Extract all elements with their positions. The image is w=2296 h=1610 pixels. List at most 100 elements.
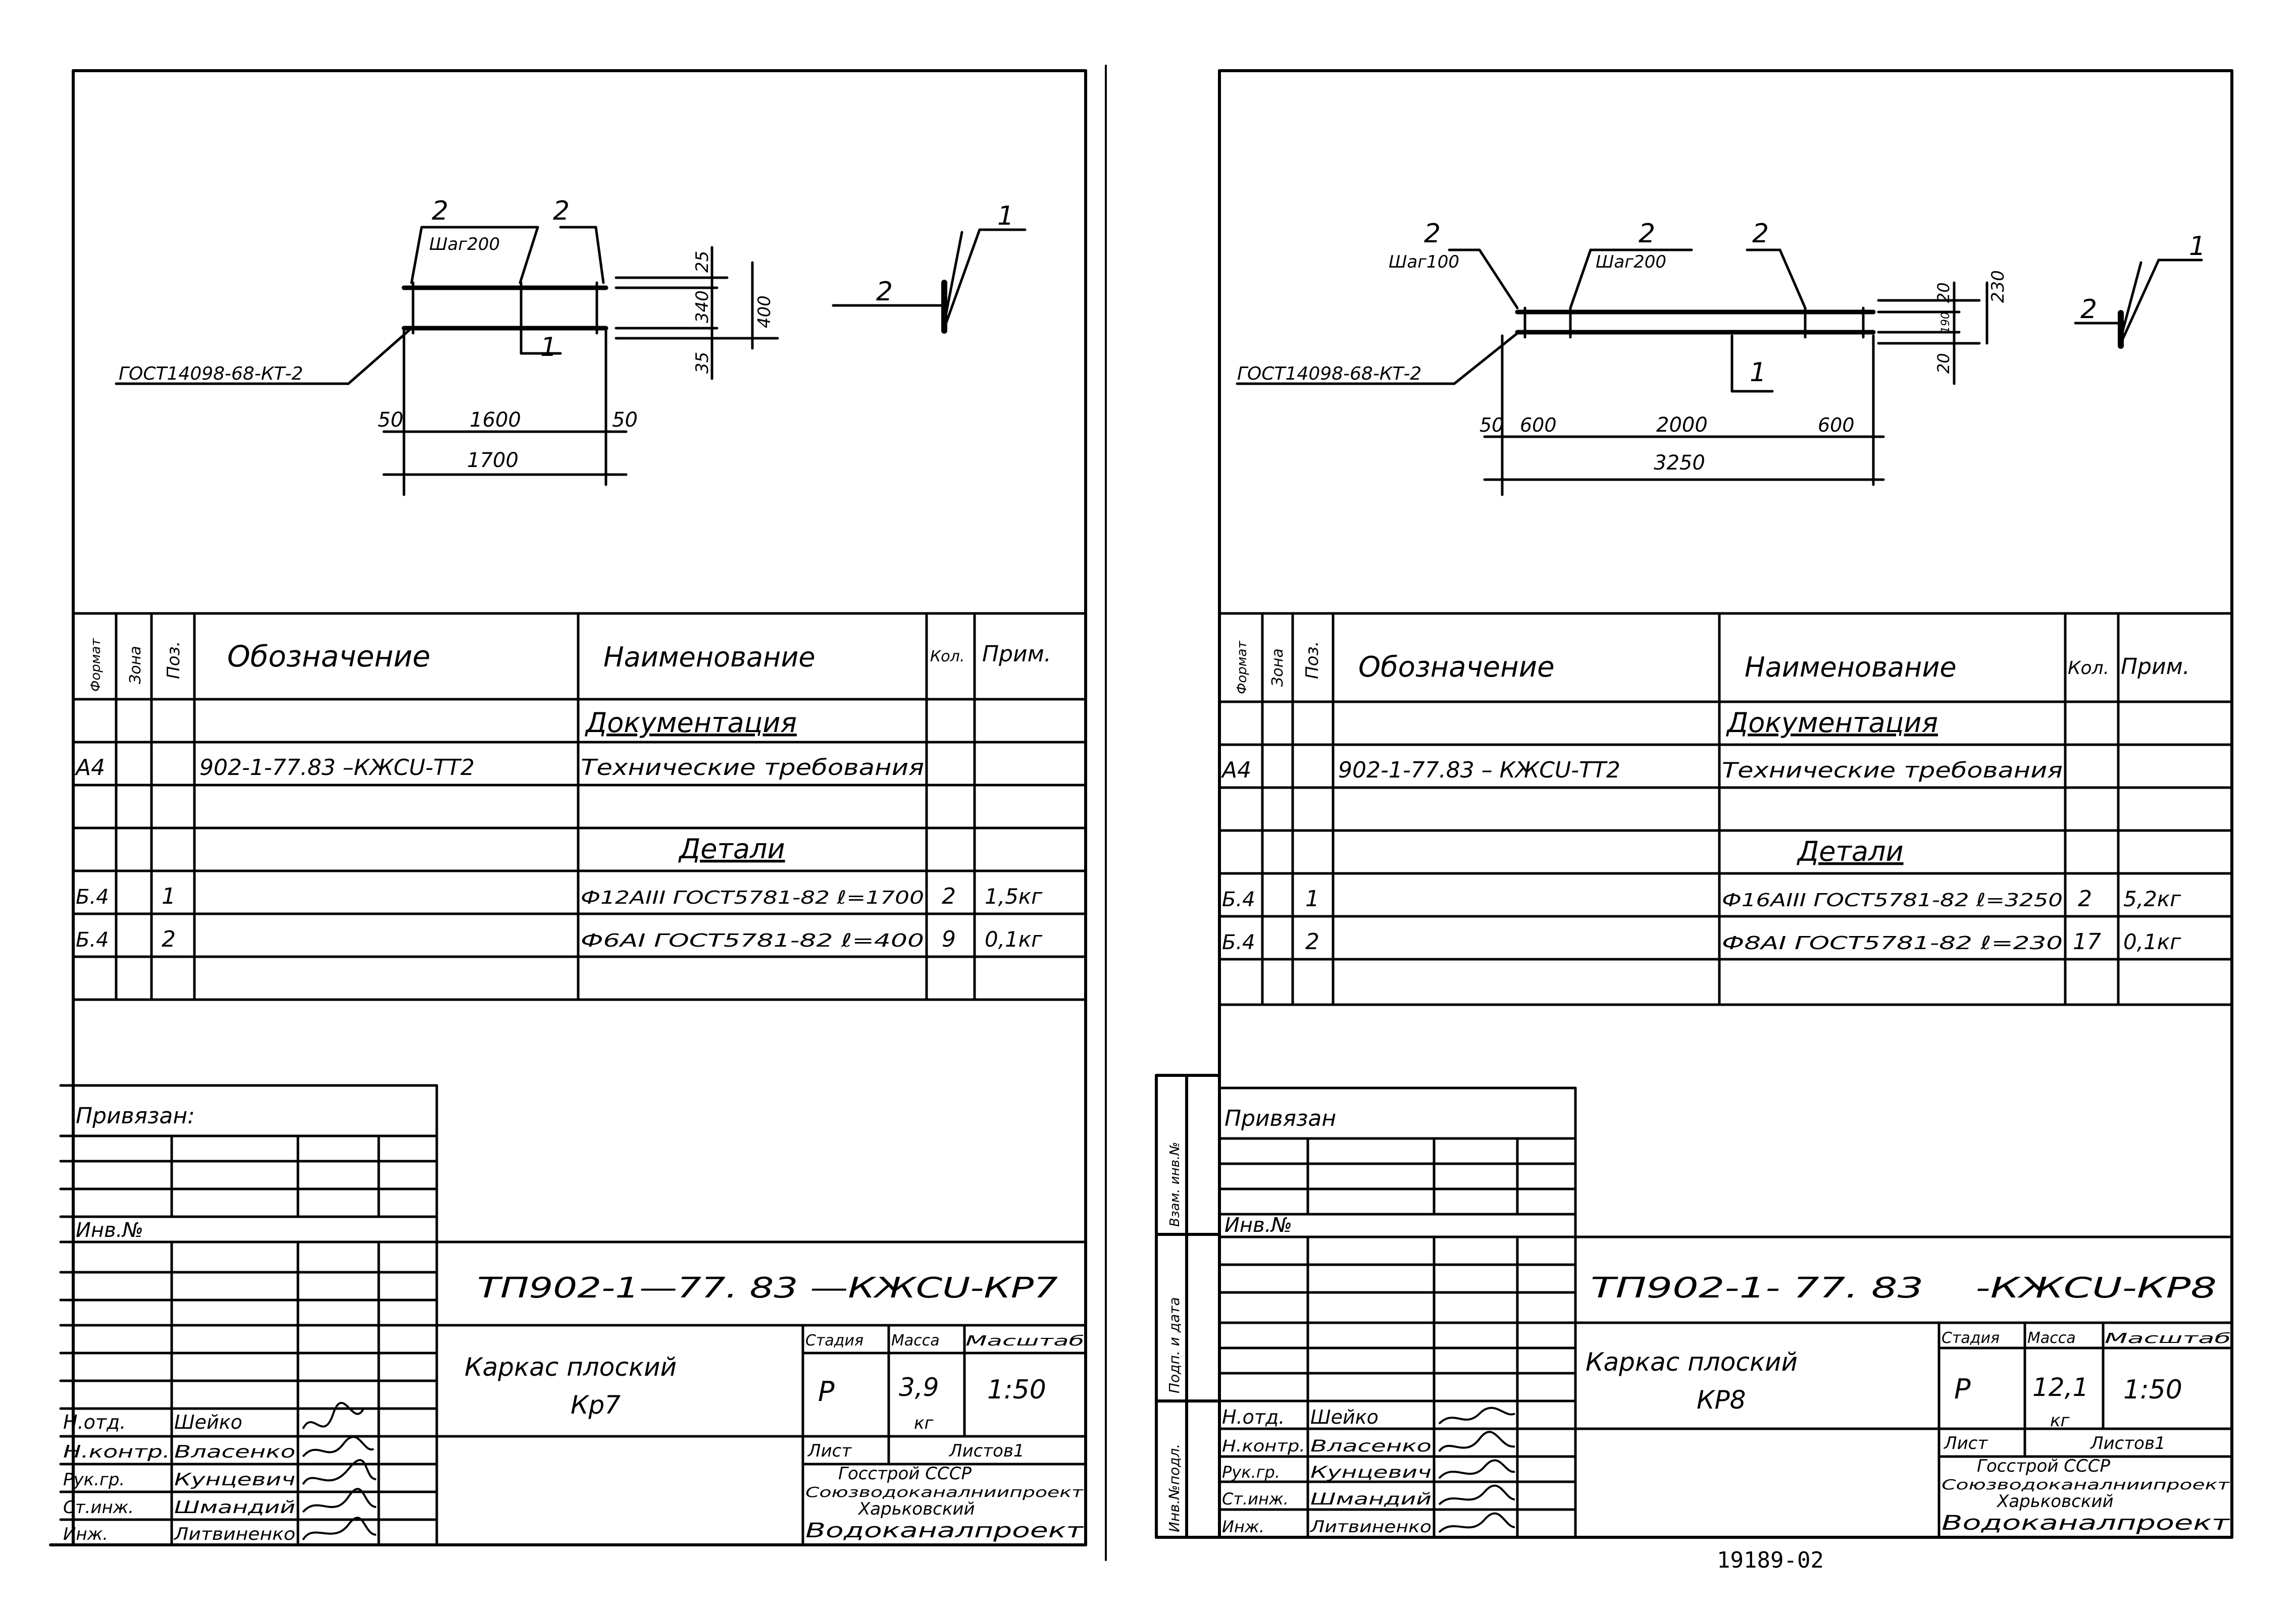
- s2-dim-600b: 600: [1818, 414, 1855, 436]
- s2-dim-20b: 20: [1934, 353, 1953, 374]
- s2-row2-pos: 2: [1305, 929, 1319, 955]
- s1-dim-1600: 1600: [470, 408, 521, 432]
- s1-role-5: Инж.: [63, 1524, 108, 1544]
- sheet2-spec-table: Формат Зона Поз. Обозначение Наименовани…: [1220, 641, 2190, 955]
- s1-gost-label: ГОСТ14098-68-КТ-2: [119, 363, 303, 384]
- s1-inv-label: Инв.№: [76, 1219, 143, 1242]
- s2-inv-label: Инв.№: [1224, 1214, 1292, 1237]
- s2-row2-note: 0,1кг: [2123, 929, 2181, 954]
- s2-section-docs: Документация: [1726, 707, 1938, 739]
- s2-doc-name: Технические требования: [1722, 758, 2063, 783]
- s2-name-5: Литвиненко: [1310, 1517, 1432, 1536]
- s2-name-4: Шмандий: [1310, 1489, 1432, 1509]
- s1-header-qty: Кол.: [930, 648, 964, 665]
- s2-name-2: Власенко: [1310, 1436, 1432, 1456]
- s1-section-mark-2: 2: [876, 277, 893, 307]
- s2-row1-qty: 2: [2078, 886, 2092, 912]
- s1-row2-format: Б.4: [76, 928, 109, 952]
- s1-title-line1: Каркас плоский: [465, 1353, 677, 1382]
- s1-role-4: Ст.инж.: [63, 1497, 134, 1518]
- s2-doc-code: ТП902-1- 77. 83 -КЖСU-КР8: [1591, 1272, 2217, 1305]
- s2-side-label-replace-inv: Взам. инв.№: [1167, 1142, 1183, 1227]
- s2-header-note: Прим.: [2121, 654, 2190, 680]
- s1-row1-format: Б.4: [76, 886, 109, 909]
- s1-row2-note: 0,1кг: [985, 927, 1043, 952]
- s1-role-2: Н.контр.: [63, 1442, 170, 1462]
- s2-mark-1: 1: [1750, 357, 1766, 388]
- s2-header-name: Наименование: [1745, 651, 1957, 683]
- s1-scale: 1:50: [987, 1375, 1046, 1405]
- s2-org3: Харьковский: [1996, 1491, 2114, 1512]
- s1-name-2: Власенко: [174, 1442, 295, 1462]
- footer-number: 19189-02: [1717, 1547, 1824, 1573]
- s1-row2-qty: 9: [942, 926, 956, 952]
- s2-name-1: Шейко: [1310, 1406, 1379, 1428]
- s2-header-pos: Поз.: [1302, 641, 1322, 679]
- sheet2-frame: [1155, 69, 2233, 1539]
- s2-signatures: [1438, 1407, 1515, 1533]
- s2-title-line2: КР8: [1697, 1385, 1746, 1415]
- s2-mark-2a: 2: [1424, 219, 1441, 249]
- s1-dim-50-right: 50: [612, 408, 638, 432]
- s2-scale: 1:50: [2123, 1375, 2182, 1405]
- s2-sheets-header: Листов1: [2089, 1433, 2166, 1453]
- s1-org1: Госстрой СССР: [838, 1464, 972, 1484]
- s1-header-format: Формат: [88, 638, 104, 692]
- s1-doc-name: Технические требования: [581, 755, 924, 781]
- sheet2-title-block: Привязан Инв.№ ТП902-1- 77. 83 -КЖСU-КР8…: [1222, 1106, 2231, 1536]
- s2-section-mark-1: 1: [2189, 231, 2206, 262]
- sheet1-spec-table: Формат Зона Поз. Обозначение Наименовани…: [74, 638, 1051, 952]
- s2-org4: Водоканалпроект: [1942, 1512, 2231, 1535]
- s1-section-docs: Документация: [585, 707, 797, 739]
- s1-stage-header: Стадия: [805, 1332, 863, 1349]
- s2-mass-unit: кг: [2050, 1411, 2070, 1431]
- sheet1-title-block: Привязан: Инв.№ ТП902-1—77. 83 —КЖСU-КР7…: [63, 1103, 1084, 1544]
- s1-header-zone: Зона: [127, 646, 144, 684]
- s1-mass: 3,9: [899, 1373, 939, 1402]
- s1-dim-25: 25: [692, 251, 712, 273]
- s1-mark-1: 1: [540, 332, 557, 362]
- s2-row1-note: 5,2кг: [2123, 887, 2181, 911]
- s1-name-4: Шмандий: [174, 1497, 295, 1518]
- s1-section-mark-1: 1: [997, 201, 1014, 231]
- s1-mark-2b: 2: [553, 196, 570, 226]
- s1-row1-qty: 2: [942, 884, 956, 909]
- sheet2-detail-lines: [1236, 248, 2203, 496]
- s2-side-label-inv-orig: Инв.№подл.: [1166, 1444, 1183, 1532]
- s1-mass-header: Масса: [891, 1332, 940, 1349]
- s2-row1-name: Ф16АIII ГОСТ5781-82 ℓ=3250: [1722, 890, 2063, 911]
- s1-name-1: Шейко: [174, 1411, 242, 1433]
- s2-mass-header: Масса: [2027, 1329, 2076, 1347]
- s2-role-2: Н.контр.: [1222, 1436, 1305, 1456]
- s2-step-a: Шаг100: [1389, 252, 1459, 272]
- s1-title-line2: Кр7: [571, 1390, 621, 1420]
- s2-row2-qty: 17: [2073, 929, 2101, 955]
- sheet2-title-block-lines: [1218, 1086, 2233, 1539]
- s2-doc-format: А4: [1220, 757, 1251, 783]
- s2-org2: Союзводоканалниипроект: [1942, 1476, 2230, 1493]
- sheet1-detail-text: 2 Шаг200 2 1 ГОСТ14098-68-КТ-2 50 1600 5…: [119, 196, 1014, 472]
- s1-step-label: Шаг200: [429, 234, 500, 254]
- s2-name-3: Кунцевич: [1310, 1463, 1432, 1482]
- s1-row2-name: Ф6АI ГОСТ5781-82 ℓ=400: [581, 930, 924, 951]
- s2-title-line1: Каркас плоский: [1586, 1347, 1798, 1377]
- s1-header-pos: Поз.: [164, 641, 184, 679]
- s2-dim-600a: 600: [1520, 414, 1557, 436]
- s2-scale-header: Масштаб: [2105, 1330, 2231, 1346]
- s1-header-note: Прим.: [982, 641, 1051, 667]
- s2-row2-name: Ф8АI ГОСТ5781-82 ℓ=230: [1722, 933, 2063, 954]
- s2-row2-format: Б.4: [1222, 931, 1255, 954]
- s2-dim-50: 50: [1479, 414, 1504, 436]
- s1-signatures: [302, 1401, 377, 1541]
- s1-role-3: Рук.гр.: [63, 1470, 125, 1490]
- s2-header-format: Формат: [1235, 641, 1250, 694]
- s2-step-b: Шаг200: [1596, 252, 1666, 272]
- s1-sheet-header: Лист: [807, 1441, 852, 1461]
- s2-role-5: Инж.: [1222, 1517, 1264, 1536]
- sheet1-title-block-lines: [59, 1084, 1087, 1546]
- s1-dim-400: 400: [754, 295, 775, 328]
- s2-stage-header: Стадия: [1942, 1329, 2000, 1347]
- sheet2-detail-text: 2 Шаг100 2 Шаг200 2 1 ГОСТ14098-68-КТ-2 …: [1237, 219, 2206, 475]
- s1-role-1: Н.отд.: [63, 1411, 126, 1433]
